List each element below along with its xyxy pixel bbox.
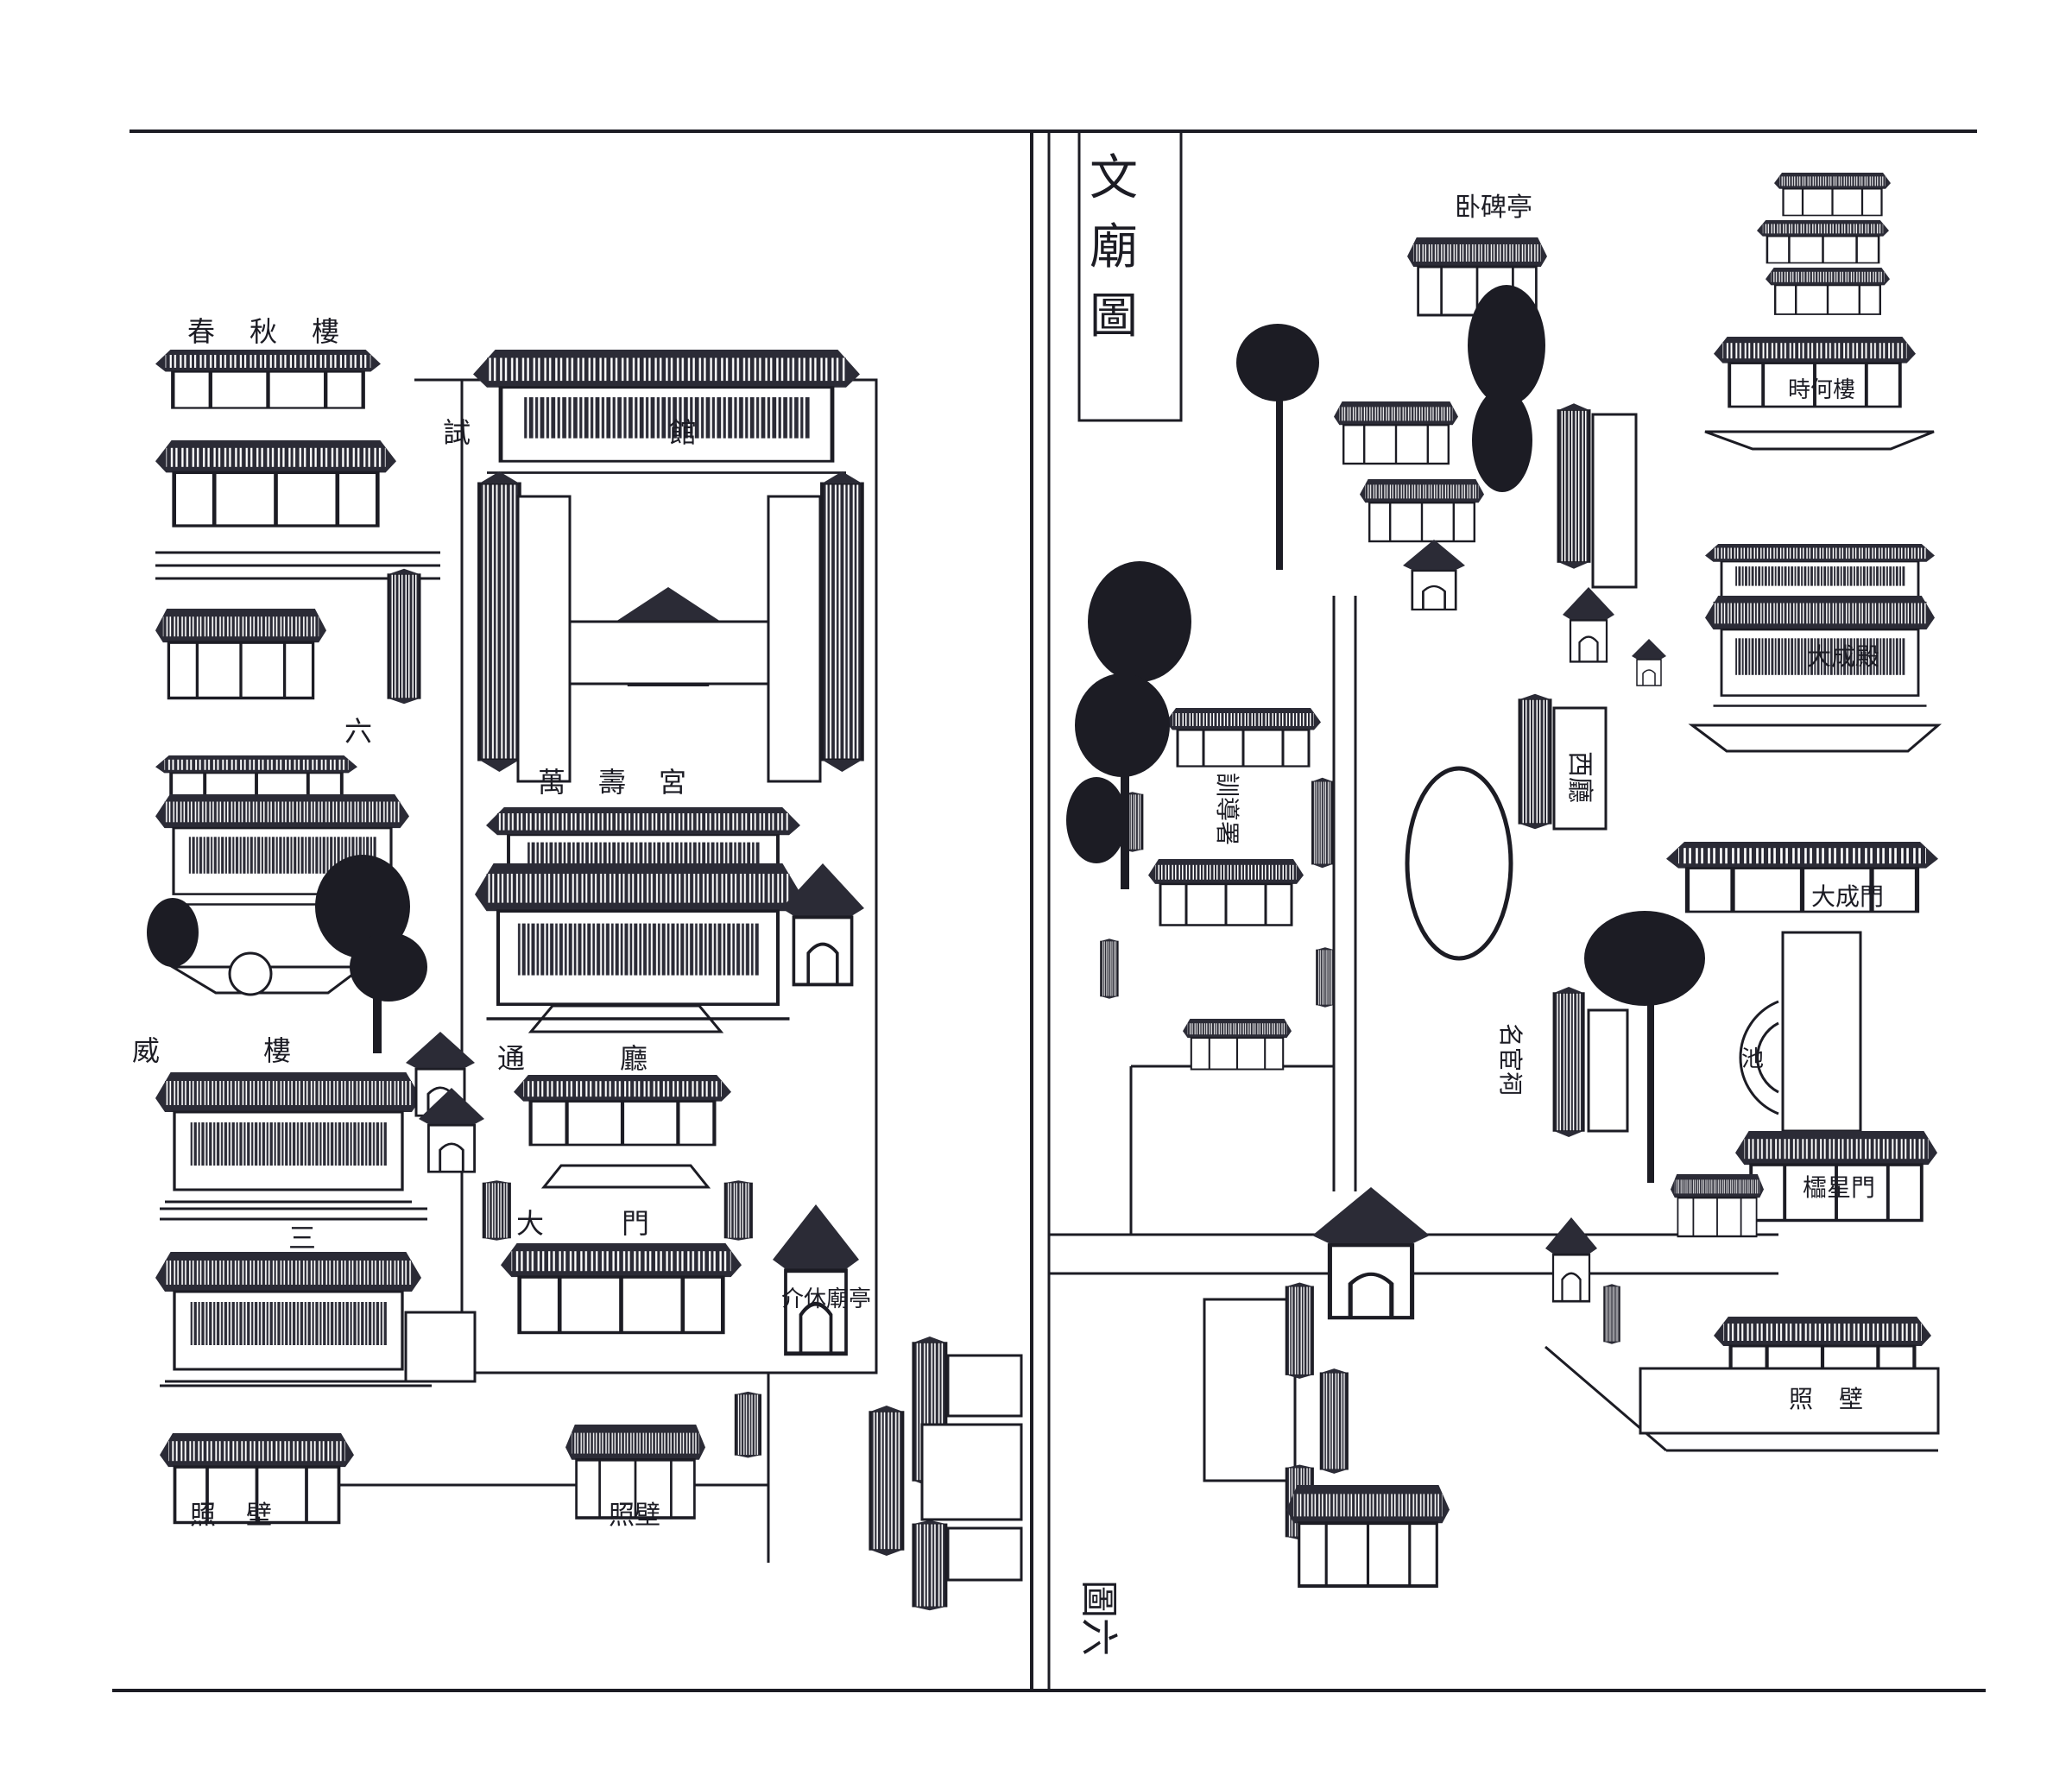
wanshou-palace <box>475 806 801 1033</box>
label-stele-pavilion: 卧碑亭 <box>1455 193 1532 223</box>
label-lattice-star-gate: 櫺星門 <box>1803 1173 1875 1202</box>
screen-wall-right <box>1639 1317 1940 1435</box>
upper-cluster-buildings <box>1332 400 1667 686</box>
jiexiu-pavilion <box>773 1204 859 1354</box>
label-great-achievement-hall: 大成殿 <box>1807 642 1879 671</box>
label-west-hall-wrap: 西廳 <box>1564 751 1595 803</box>
wei-tower <box>154 1071 427 1221</box>
page-mark-text: 圖六 <box>1077 1580 1121 1656</box>
west-hall <box>1518 692 1608 831</box>
semicircular-pond: 池 <box>1739 1000 1779 1115</box>
label-screen-wall-right: 照壁 <box>1789 1385 1889 1413</box>
great-achievement-hall <box>1688 542 1942 753</box>
six-something-hall <box>154 754 411 996</box>
label-great-achievement-gate: 大成門 <box>1811 882 1884 911</box>
label-wei-tower: 威樓 <box>132 1034 395 1067</box>
east-arched-gate <box>780 862 866 987</box>
label-chunqiu-tower: 春秋樓 <box>187 315 374 348</box>
label-pond: 池 <box>1741 1046 1764 1072</box>
title-cartouche: 文 廟 圖 <box>1077 130 1183 422</box>
title-char-2: 廟 <box>1090 219 1138 275</box>
main-gate <box>482 1179 753 1332</box>
small-pavilion <box>404 1030 486 1173</box>
label-screen-wall-left: 照壁 <box>190 1501 302 1531</box>
label-west-hall: 西廳 <box>1564 751 1595 803</box>
tong-hall <box>514 1075 731 1189</box>
screen-wall-middle: 照壁 <box>564 1423 707 1531</box>
label-famous-officials-shrine: 名宦祠 <box>1496 1023 1525 1096</box>
chunqiu-tower <box>155 350 440 580</box>
page-frame <box>112 130 1986 1692</box>
label-education-office: 訓導署 <box>1213 773 1241 845</box>
label-liu: 六 <box>344 715 372 748</box>
right-trees <box>1066 285 1705 1183</box>
left-pine-tree <box>147 855 427 1053</box>
famous-officials-shrine <box>1552 985 1629 1139</box>
label-main-gate: 大門 <box>516 1207 727 1240</box>
central-gates <box>1100 938 1599 1318</box>
label-kui-tower: 時何樓 <box>1788 377 1855 403</box>
page-mark: 圖六 <box>1077 1580 1121 1656</box>
label-jiexiu-pavilion-wrap: 介休廟亭 <box>781 1286 871 1312</box>
label-shrine-wrap: 名宦祠 <box>1496 1023 1525 1096</box>
south-side-buildings <box>734 1335 1023 1612</box>
label-education-office-wrap: 訓導署 <box>1213 773 1241 845</box>
label-screen-wall-middle: 照壁 <box>609 1501 660 1531</box>
label-jiexiu-pavilion: 介休廟亭 <box>781 1286 871 1312</box>
label-tong-hall: 通廳 <box>497 1042 742 1075</box>
label-wanshou-palace: 萬壽宮 <box>538 766 719 799</box>
triple-arch-hall <box>154 1250 477 1387</box>
label-examination-hall: 試館 <box>443 416 895 449</box>
examination-hall: 試館 <box>443 350 895 473</box>
great-achievement-gate <box>1666 842 1938 1133</box>
pagoda-tower <box>1704 171 1935 451</box>
label-san: 三 <box>288 1222 316 1254</box>
side-buildings-upper <box>477 470 864 783</box>
south-courtyard-buildings <box>1203 1281 1620 1588</box>
title-char-3: 圖 <box>1090 288 1138 344</box>
west-gate-building <box>154 567 421 705</box>
screen-wall-left: 照壁 <box>158 1431 356 1531</box>
title-char-1: 文 <box>1090 150 1138 206</box>
